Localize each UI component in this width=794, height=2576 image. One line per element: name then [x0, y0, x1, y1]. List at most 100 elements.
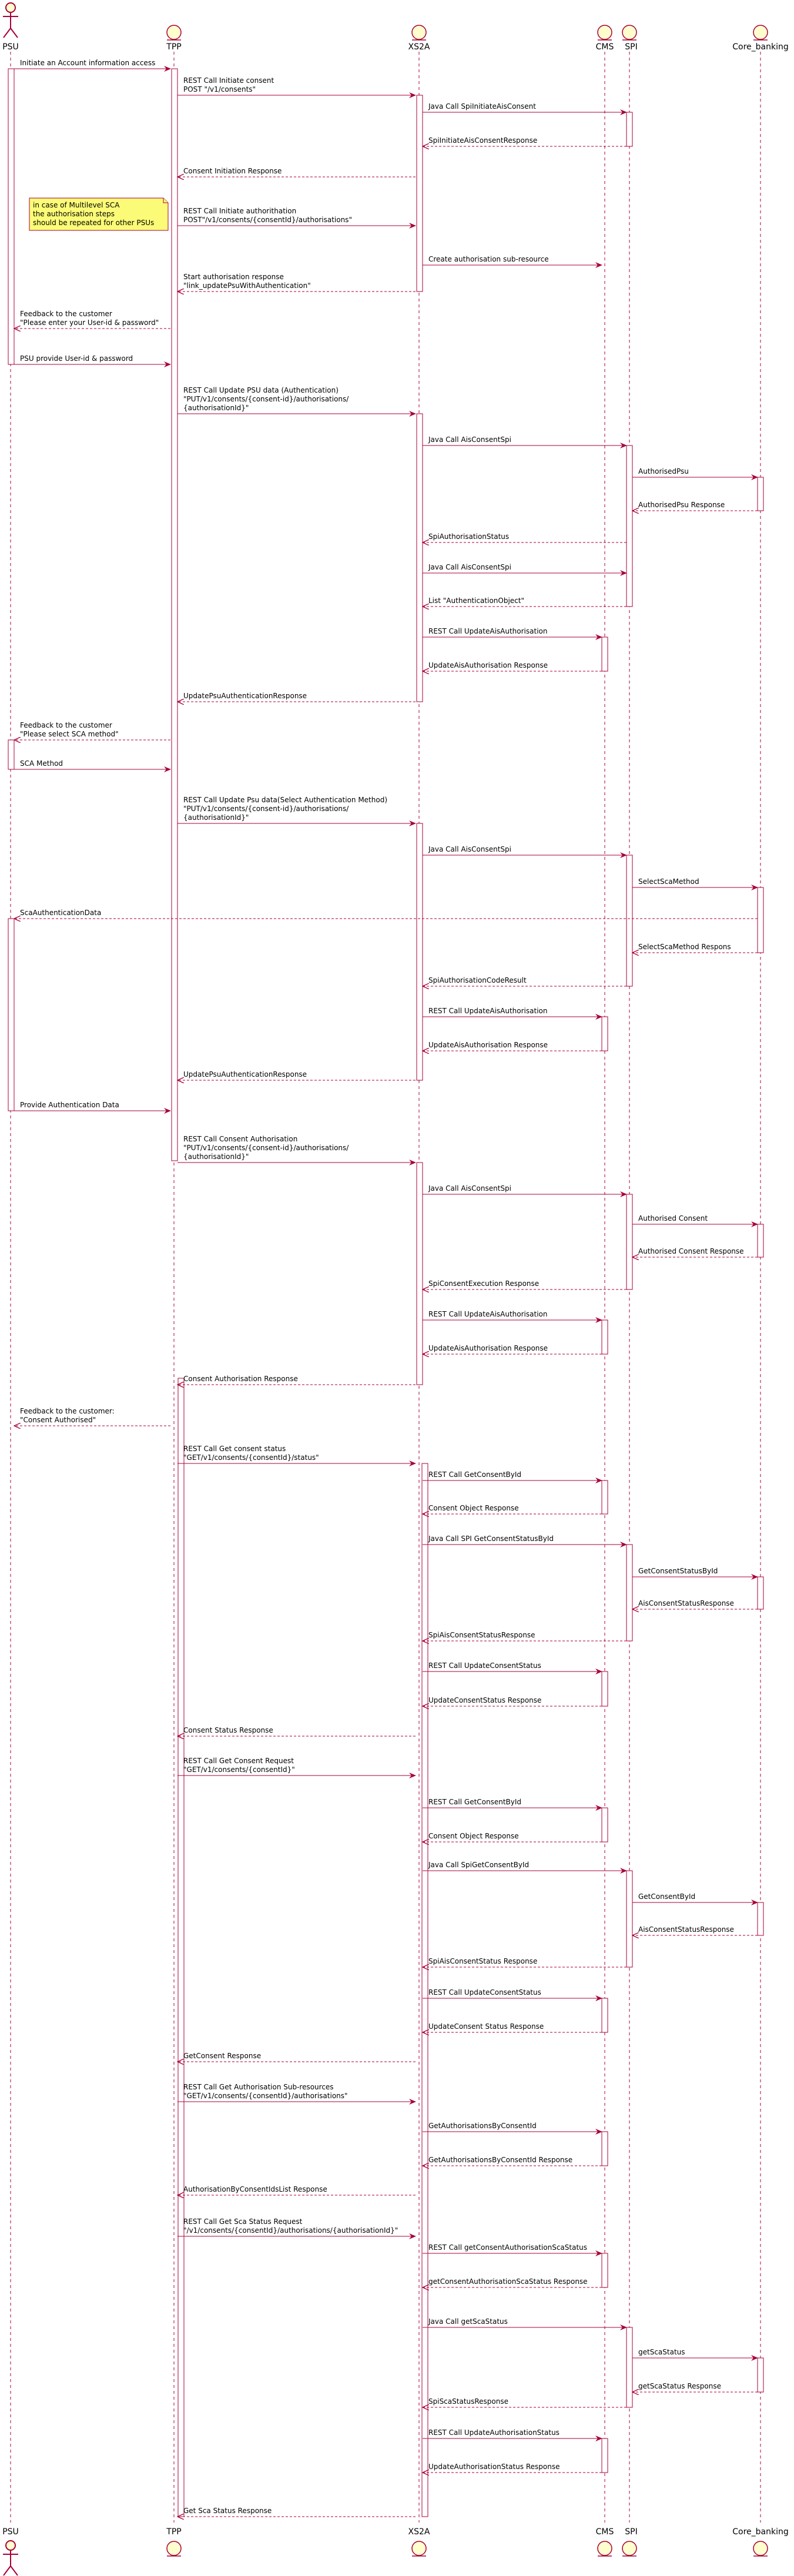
message-label: REST Call UpdateConsentStatus — [428, 1988, 541, 1997]
message: AisConsentStatusResponse — [632, 1599, 758, 1609]
message-label: REST Call UpdateAisAuthorisation — [428, 1310, 547, 1318]
message-label: POST"/v1/consents/{consentId}/authorisat… — [183, 216, 352, 224]
message-label: Java Call SpiGetConsentById — [428, 1861, 529, 1869]
entity-icon — [597, 2541, 612, 2557]
entity-icon — [753, 25, 768, 41]
message: Provide Authentication Data — [14, 1101, 171, 1114]
message: Java Call SpiInitiateAisConsent — [423, 102, 627, 115]
activation-bar — [421, 1463, 428, 2517]
message: UpdateAisAuthorisation Response — [423, 661, 602, 671]
message-label: UpdateAisAuthorisation Response — [428, 661, 548, 669]
message: REST Call GetConsentById — [423, 1470, 602, 1483]
activation-bar — [601, 2253, 608, 2288]
message: REST Call UpdateAisAuthorisation — [423, 1310, 602, 1323]
message: REST Call Get Consent Request"GET/v1/con… — [177, 1757, 416, 1778]
message: List "AuthenticationObject" — [423, 597, 627, 607]
message-label: "Please select SCA method" — [20, 730, 119, 738]
message-label: {authorisationId}" — [183, 1153, 249, 1161]
activation-bar — [177, 1378, 185, 2517]
entity-icon — [622, 25, 637, 41]
message-label: UpdatePsuAuthenticationResponse — [183, 1070, 307, 1078]
participant-core-banking: Core_banking — [732, 2527, 789, 2557]
entity-icon — [597, 25, 612, 41]
message-label: AuthorisedPsu Response — [638, 501, 725, 509]
message: GetConsentStatusById — [632, 1567, 758, 1580]
activation-bar — [416, 1162, 423, 1385]
message-label: UpdateConsentStatus Response — [428, 1696, 541, 1704]
message-label: GetConsent Response — [183, 2052, 261, 2060]
activation-bar — [626, 855, 633, 987]
activation-bar — [757, 887, 764, 953]
message-label: SpiConsentExecution Response — [428, 1279, 539, 1288]
message-label: UpdateConsent Status Response — [428, 2022, 544, 2031]
message: Feedback to the customer:"Consent Author… — [14, 1407, 170, 1426]
message: getScaStatus — [632, 2348, 758, 2361]
participant-spi: SPI — [622, 2527, 638, 2557]
message-label: Create authorisation sub-resource — [428, 255, 549, 263]
message-label: REST Call Get Consent Request — [183, 1757, 294, 1765]
message-label: REST Call Consent Authorisation — [183, 1135, 297, 1143]
participant-label: CMS — [596, 2527, 614, 2537]
message-label: Provide Authentication Data — [20, 1101, 119, 1109]
message: getConsentAuthorisationScaStatus Respons… — [423, 2277, 602, 2287]
entity-icon — [411, 2541, 427, 2557]
message: UpdateAuthorisationStatus Response — [423, 2463, 602, 2473]
message-label: SpiAuthorisationCodeResult — [428, 976, 527, 984]
message-label: SpiAisConsentStatusResponse — [428, 1631, 535, 1639]
message: UpdatePsuAuthenticationResponse — [177, 692, 416, 702]
participant-label: Core_banking — [732, 42, 789, 52]
activation-bar — [601, 1319, 608, 1355]
message: UpdateAisAuthorisation Response — [423, 1344, 602, 1354]
message-label: Consent Status Response — [183, 1726, 273, 1734]
activation-bar — [757, 1224, 764, 1258]
message-label: REST Call Get Sca Status Request — [183, 2217, 303, 2226]
message-label: getConsentAuthorisationScaStatus Respons… — [428, 2277, 588, 2286]
message-label: SelectScaMethod — [638, 877, 699, 886]
message-label: {authorisationId}" — [183, 404, 249, 412]
participant-label: CMS — [596, 42, 614, 52]
message-label: Java Call AisConsentSpi — [428, 845, 511, 853]
message-label: REST Call Get consent status — [183, 1445, 286, 1453]
entity-icon — [622, 2541, 637, 2557]
message-label: Java Call getScaStatus — [428, 2317, 508, 2326]
activation-bar — [757, 1902, 764, 1936]
lifelines — [10, 52, 761, 2523]
message-label: GetConsentById — [638, 1892, 695, 1901]
message: REST Call Get Sca Status Request"/v1/con… — [177, 2217, 416, 2239]
message-label: getScaStatus — [638, 2348, 685, 2356]
activations — [8, 68, 764, 2517]
message: Java Call getScaStatus — [423, 2317, 627, 2330]
message-label: REST Call Update PSU data (Authenticatio… — [183, 386, 339, 394]
message-label: Java Call AisConsentSpi — [428, 563, 511, 571]
message-label: Feedback to the customer — [20, 310, 112, 318]
message: REST Call Consent Authorisation"PUT/v1/c… — [177, 1135, 416, 1165]
message-label: Feedback to the customer — [20, 721, 112, 729]
message: REST Call UpdateConsentStatus — [423, 1988, 602, 2001]
message: getScaStatus Response — [632, 2382, 758, 2392]
activation-bar — [626, 2327, 633, 2408]
message: SpiAisConsentStatus Response — [423, 1957, 627, 1967]
message: REST Call UpdateConsentStatus — [423, 1661, 602, 1674]
participant-label: TPP — [166, 2527, 181, 2537]
message-label: "PUT/v1/consents/{consent-id}/authorisat… — [183, 1144, 349, 1152]
activation-bar — [8, 918, 15, 1111]
entity-icon — [411, 25, 427, 41]
message: Authorised Consent Response — [632, 1247, 758, 1257]
message-label: "GET/v1/consents/{consentId}/authorisati… — [183, 2092, 348, 2100]
message-label: REST Call UpdateAuthorisationStatus — [428, 2428, 560, 2437]
participant-core-banking: Core_banking — [732, 25, 789, 52]
message-label: Feedback to the customer: — [20, 1407, 115, 1415]
message: SpiAuthorisationCodeResult — [423, 976, 627, 986]
participant-xs2a: XS2A — [408, 2527, 430, 2557]
message: Authorised Consent — [632, 1214, 758, 1227]
message-label: List "AuthenticationObject" — [428, 597, 524, 605]
message-label: AisConsentStatusResponse — [638, 1599, 734, 1607]
participant-label: PSU — [2, 2527, 19, 2537]
message: SpiScaStatusResponse — [423, 2397, 627, 2407]
message-label: {authorisationId}" — [183, 813, 249, 822]
participant-label: TPP — [166, 42, 181, 52]
message: Java Call AisConsentSpi — [423, 436, 627, 448]
message: Java Call SPI GetConsentStatusById — [423, 1535, 627, 1547]
